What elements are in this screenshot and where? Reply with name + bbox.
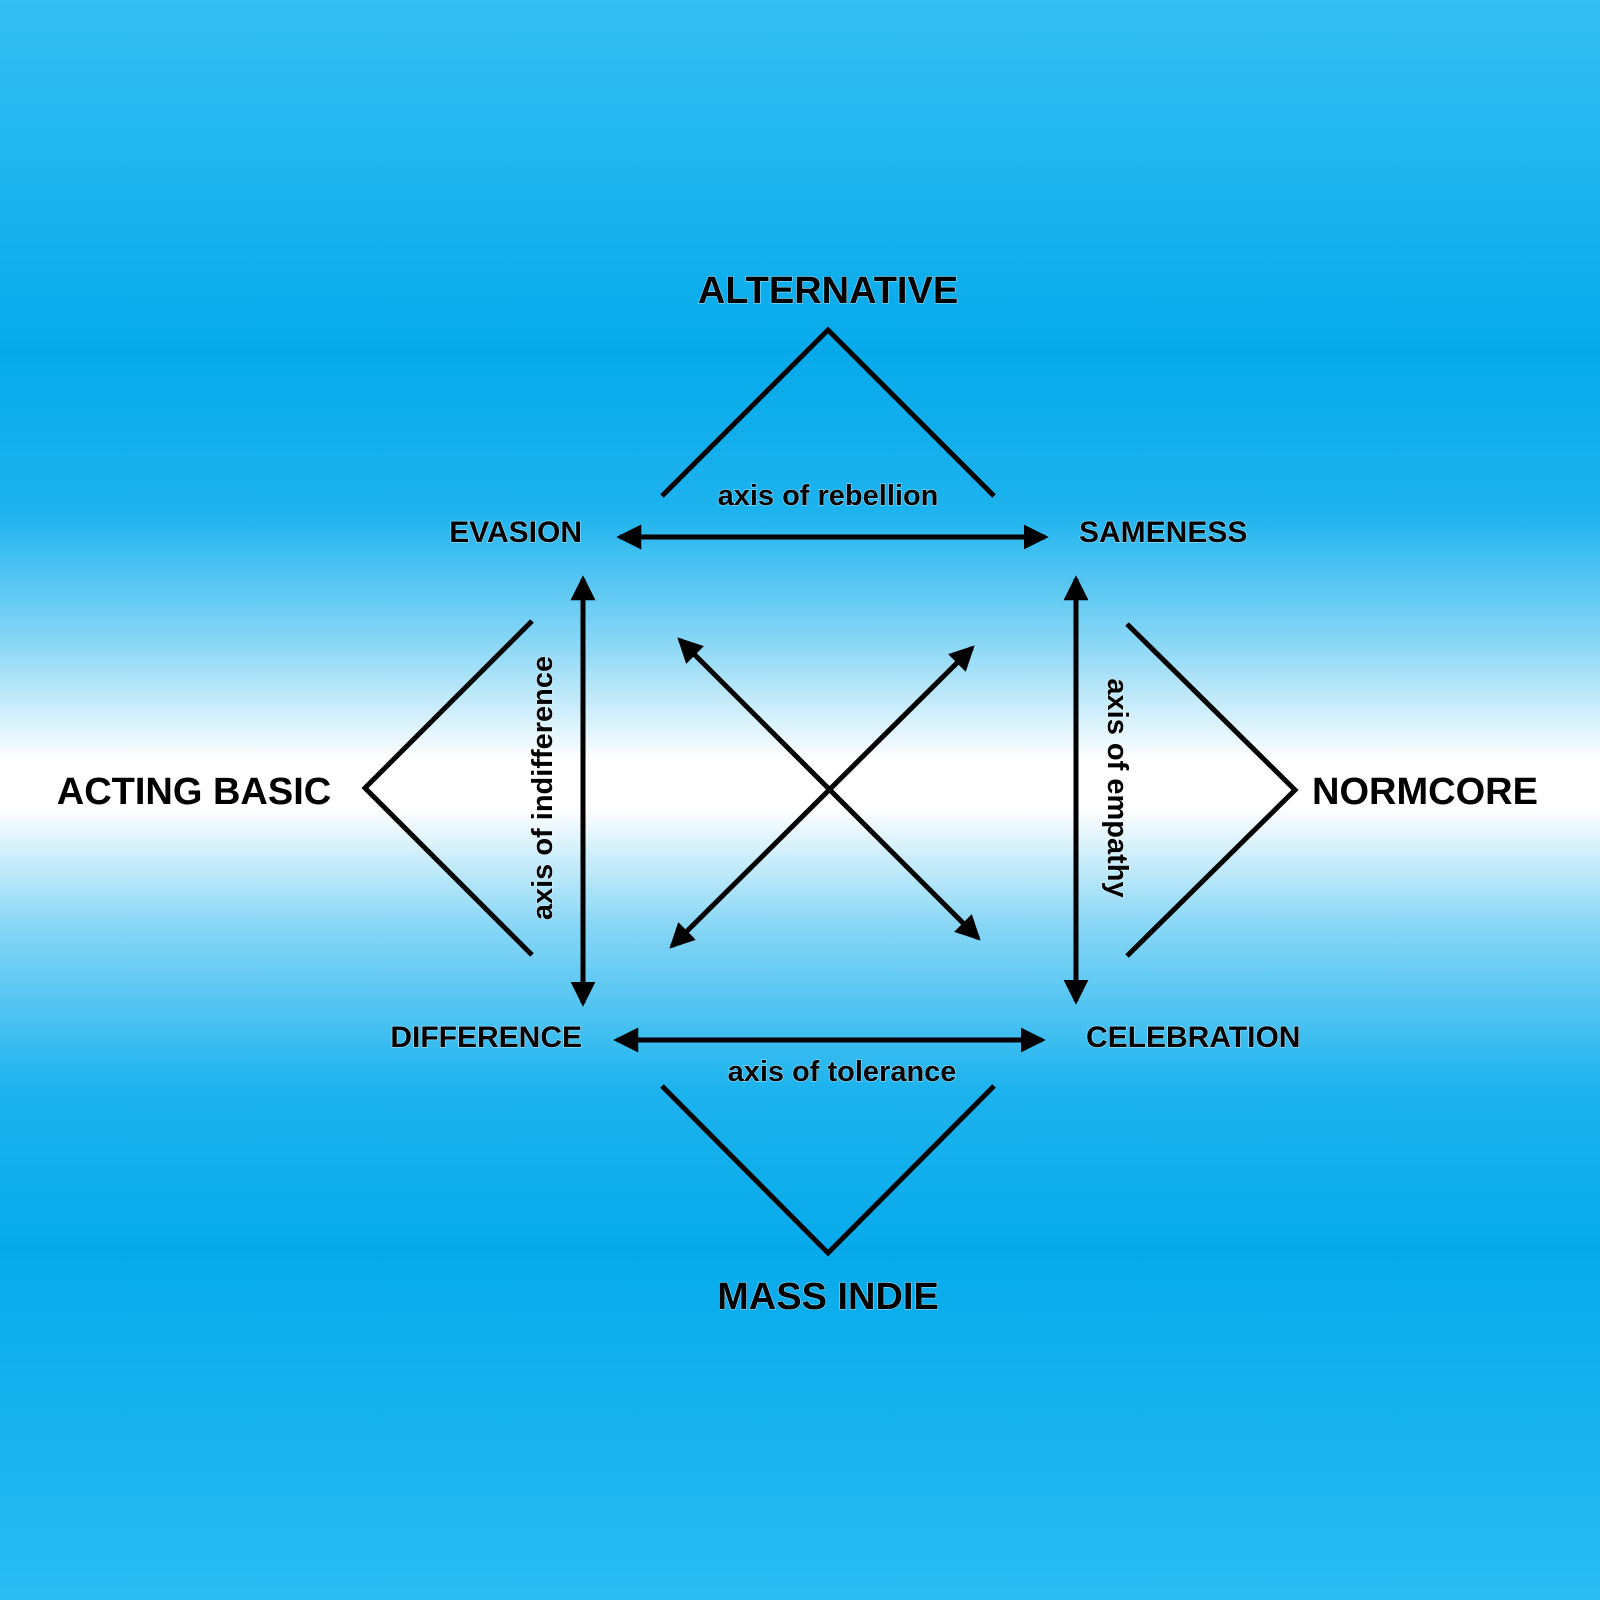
acting-basic-chevron xyxy=(361,619,534,957)
node-celebration: CELEBRATION xyxy=(1086,1021,1300,1054)
node-acting-basic: ACTING BASIC xyxy=(57,771,331,813)
node-alternative: ALTERNATIVE xyxy=(698,270,958,312)
alternative-chevron xyxy=(660,326,996,498)
node-normcore: NORMCORE xyxy=(1312,771,1538,813)
node-evasion: EVASION xyxy=(449,516,582,549)
axis-label-indifference: axis of indifference xyxy=(527,656,559,920)
normcore-chevron xyxy=(1125,622,1299,958)
node-difference: DIFFERENCE xyxy=(390,1021,582,1054)
axis-label-rebellion: axis of rebellion xyxy=(718,480,939,512)
axis-label-tolerance: axis of tolerance xyxy=(728,1056,957,1088)
axis-label-empathy: axis of empathy xyxy=(1101,678,1133,897)
mass-indie-chevron xyxy=(660,1084,996,1257)
node-sameness: SAMENESS xyxy=(1079,516,1247,549)
node-mass-indie: MASS INDIE xyxy=(717,1276,939,1318)
diagonal-arrow-sameness-difference xyxy=(669,645,975,949)
